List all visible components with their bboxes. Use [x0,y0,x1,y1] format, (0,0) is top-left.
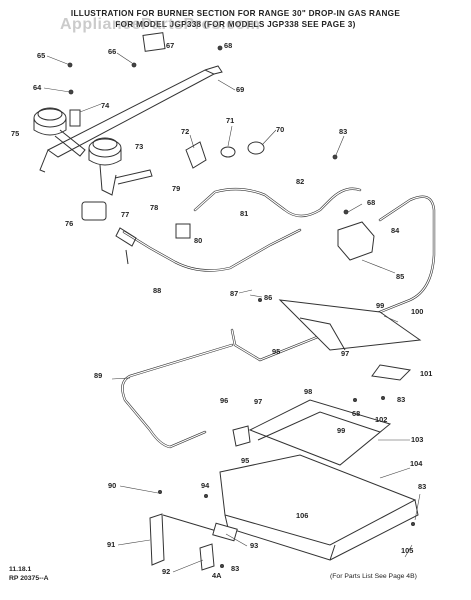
footer-parts-list-note: (For Parts List See Page 4B) [330,573,417,580]
broil-burner-100 [278,299,422,351]
hood-70 [247,141,265,155]
label-83: 83 [397,395,405,404]
pilot-bracket [69,109,81,127]
label-103: 103 [411,435,423,444]
label-73: 73 [135,142,143,151]
label-82: 82 [296,177,304,186]
label-86: 86 [264,293,272,302]
label-106: 106 [296,511,308,520]
fitting-80 [175,223,191,239]
label-72: 72 [181,127,189,136]
title-line-2: FOR MODEL JGP338 (FOR MODELS JGP338 SEE … [115,20,356,29]
label-98: 98 [304,387,312,396]
label-79: 79 [172,184,180,193]
label-88: 88 [153,286,161,295]
label-95: 95 [272,347,280,356]
label-83: 83 [231,564,239,573]
valve-72 [185,141,207,169]
label-85: 85 [396,272,404,281]
label-99: 99 [376,301,384,310]
label-83: 83 [418,482,426,491]
spark-module-67 [142,32,166,52]
label-102: 102 [375,415,387,424]
label-89: 89 [94,371,102,380]
bracket-101 [371,364,412,381]
label-77: 77 [121,210,129,219]
watermark: AppliancePartsPros.com [60,16,261,33]
burner-baffle-104 [219,454,417,546]
label-80: 80 [194,236,202,245]
oven-burner-103 [248,399,392,466]
oven-tube-89 [121,343,234,449]
footer-part-number: RP 20375--A [9,575,49,582]
label-97: 97 [254,397,262,406]
label-64: 64 [33,83,42,92]
label-94: 94 [201,481,210,490]
label-81: 81 [240,209,248,218]
label-87: 87 [230,289,238,298]
ignitor-bracket-96 [232,425,251,447]
label-90: 90 [108,481,116,490]
clip-92 [199,543,215,571]
label-71: 71 [226,116,234,125]
label-91: 91 [107,540,115,549]
label-101: 101 [420,369,432,378]
label-65: 65 [37,51,45,60]
label-95: 95 [241,456,249,465]
label-74: 74 [101,101,110,110]
label-100: 100 [411,307,423,316]
label-68: 68 [224,41,232,50]
manifold-tube-88 [122,228,302,272]
label-76: 76 [65,219,73,228]
label-70: 70 [276,125,284,134]
orifice-71 [220,146,236,158]
footer-code: 11.18.1 [9,566,32,573]
thermostat-84 [337,221,375,261]
label-96: 96 [220,396,228,405]
label-83: 83 [339,127,347,136]
label-92: 92 [162,567,170,576]
label-104: 104 [410,459,423,468]
label-99: 99 [337,426,345,435]
label-78: 78 [150,203,158,212]
label-105: 105 [401,546,413,555]
label-68: 68 [367,198,375,207]
diagram-title: ILLUSTRATION FOR BURNER SECTION FOR RANG… [0,8,471,30]
label-75: 75 [11,129,19,138]
label-97: 97 [341,349,349,358]
mounting-bracket-91 [149,513,165,566]
label-68: 68 [352,409,360,418]
label-4a: 4A [212,571,222,580]
label-69: 69 [236,85,244,94]
label-67: 67 [166,41,174,50]
label-84: 84 [391,226,400,235]
gas-tube-81 [193,187,362,218]
label-66: 66 [108,47,116,56]
pressure-regulator-76 [81,201,107,221]
title-line-1: ILLUSTRATION FOR BURNER SECTION FOR RANG… [70,9,401,18]
label-93: 93 [250,541,258,550]
